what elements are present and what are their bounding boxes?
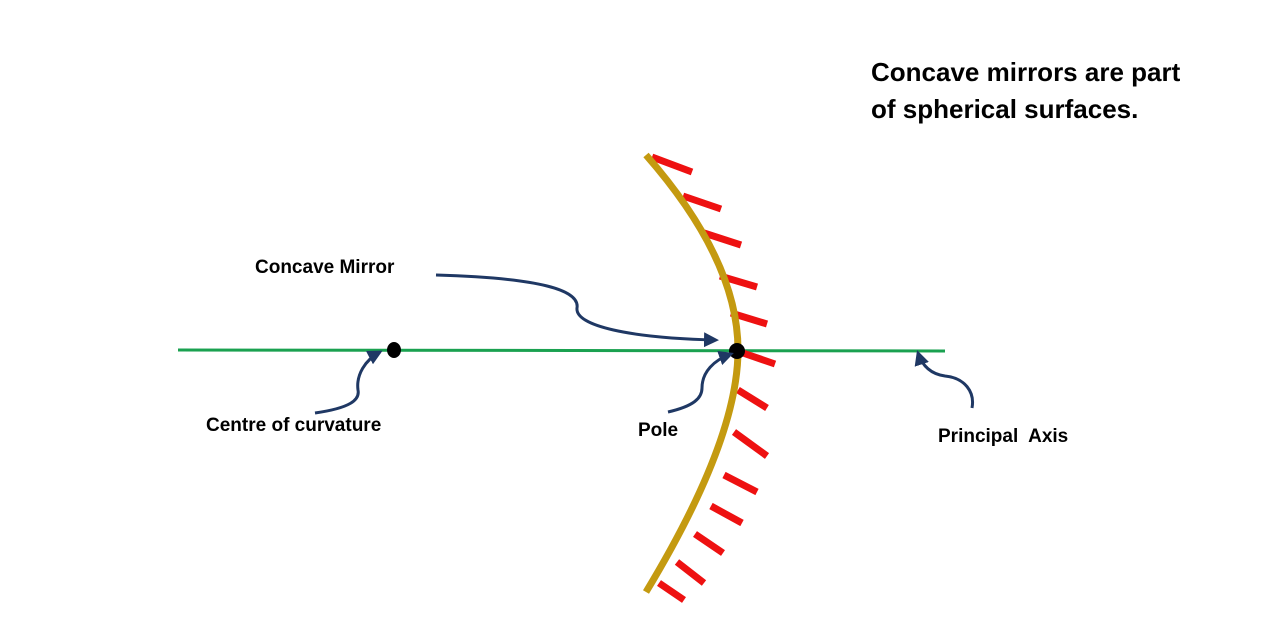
heading: Concave mirrors are part of spherical su… <box>871 54 1231 128</box>
principal-axis-arrow <box>914 350 975 409</box>
concave-mirror-label: Concave Mirror <box>255 257 395 278</box>
hatch-mark <box>709 502 744 527</box>
concave-mirror-arrow <box>435 273 719 348</box>
heading-line-2: of spherical surfaces. <box>871 94 1139 124</box>
principal-axis-label: Principal Axis <box>938 426 1069 447</box>
hatch-mark <box>674 559 707 586</box>
centre-of-curvature-arrow <box>314 350 383 415</box>
pole-point <box>729 343 745 359</box>
hatch-mark <box>722 471 759 496</box>
mirror-hatching <box>650 153 777 603</box>
principal-axis-line <box>177 348 946 353</box>
hatch-mark <box>702 229 743 249</box>
hatch-mark <box>681 192 723 213</box>
centre-of-curvature-label: Centre of curvature <box>206 415 382 436</box>
centre-of-curvature-point <box>387 342 401 358</box>
hatch-mark <box>693 531 725 556</box>
hatch-mark <box>738 348 777 368</box>
hatch-mark <box>736 387 769 411</box>
pole-label: Pole <box>638 420 679 441</box>
hatch-mark <box>650 153 694 176</box>
concave-mirror-surface <box>643 152 742 594</box>
heading-line-1: Concave mirrors are part <box>871 57 1181 87</box>
pole-arrow <box>667 350 734 414</box>
hatch-mark <box>731 429 770 459</box>
hatch-mark <box>657 580 686 603</box>
